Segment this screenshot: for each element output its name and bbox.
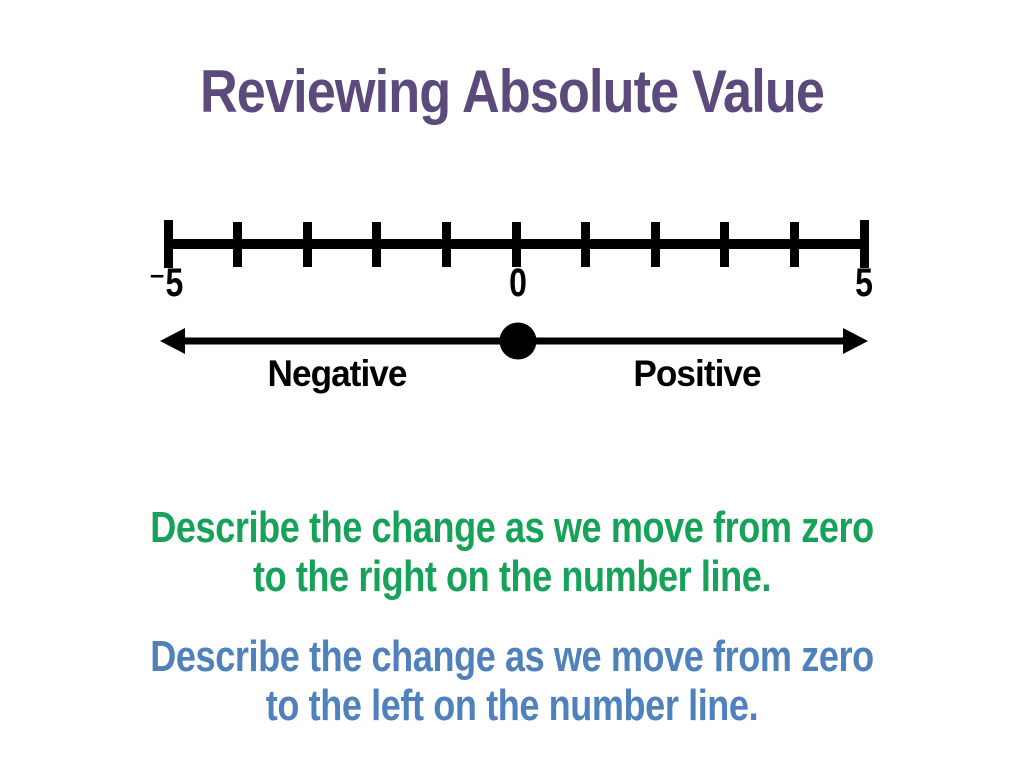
prompt-move-left-line2: to the left on the number line.: [265, 681, 759, 730]
number-line-label-neg5: ⁻5: [148, 261, 184, 305]
tick-mark: [163, 220, 173, 268]
prompt-move-left: Describe the change as we move from zero…: [92, 632, 932, 730]
prompt-move-right: Describe the change as we move from zero…: [92, 503, 932, 601]
direction-arrow: [160, 322, 868, 360]
tick-mark: [650, 222, 660, 267]
tick-mark: [511, 222, 521, 267]
number-line-label-zero: 0: [509, 261, 527, 305]
tick-mark: [302, 222, 312, 267]
prompt-move-left-line1: Describe the change as we move from zero: [150, 632, 874, 681]
right-arrowhead-icon: [843, 328, 868, 354]
slide-title: Reviewing Absolute Value: [199, 58, 825, 125]
tick-mark: [789, 222, 799, 267]
tick-mark: [441, 222, 451, 267]
tick-mark: [233, 222, 243, 267]
tick-mark: [720, 222, 730, 267]
prompt-move-right-line2: to the right on the number line.: [252, 552, 772, 601]
tick-mark: [372, 222, 382, 267]
tick-mark: [581, 222, 591, 267]
left-arrowhead-icon: [160, 328, 185, 354]
number-line-label-5: 5: [855, 261, 873, 305]
positive-direction-label: Positive: [633, 353, 761, 394]
prompt-move-right-line1: Describe the change as we move from zero: [150, 503, 874, 552]
zero-point-dot: [499, 322, 537, 360]
negative-direction-label: Negative: [267, 353, 408, 394]
tick-mark: [859, 220, 869, 268]
